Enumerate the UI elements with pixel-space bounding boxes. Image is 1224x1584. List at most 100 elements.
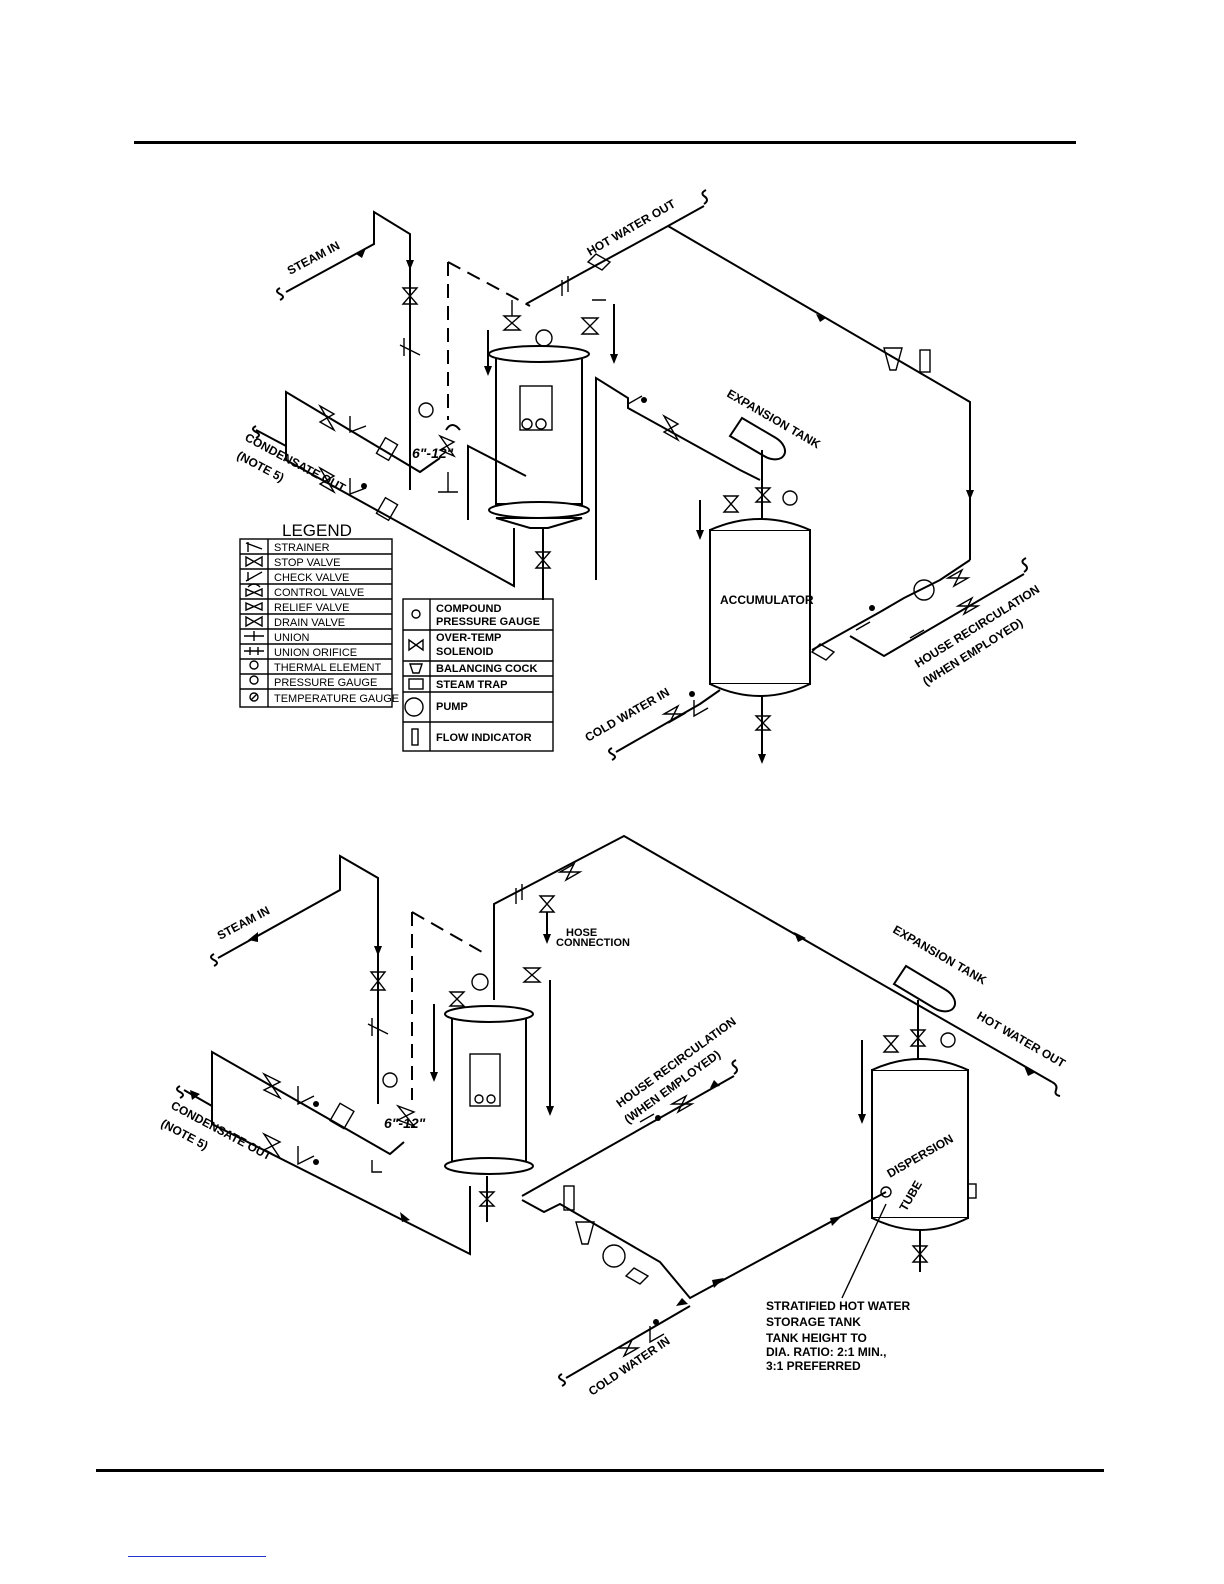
check-valve bbox=[909, 629, 925, 639]
note-leader-line bbox=[841, 1203, 887, 1299]
pump-icon bbox=[404, 697, 424, 717]
hose-label: HOSE bbox=[566, 927, 597, 939]
note-line: 3:1 PREFERRED bbox=[766, 1359, 861, 1373]
temperature-gauge-icon bbox=[249, 692, 259, 702]
footer-link-underline bbox=[128, 1556, 266, 1557]
accumulator-shell bbox=[709, 529, 811, 685]
note-line: DIA. RATIO: 2:1 MIN., bbox=[766, 1345, 886, 1359]
strainer-symbol bbox=[367, 1018, 389, 1036]
flow-arrow bbox=[406, 260, 414, 270]
house-recirculation-line-2 bbox=[521, 1059, 738, 1197]
union-icon bbox=[244, 631, 264, 641]
check-valve bbox=[349, 416, 367, 434]
flow-indicator-icon bbox=[411, 728, 419, 746]
house-recirculation-line bbox=[810, 557, 1028, 661]
stop-valve bbox=[318, 466, 336, 494]
legend-item: UNION ORIFICE bbox=[274, 647, 357, 659]
check-valve bbox=[349, 478, 367, 496]
accumulator-tank bbox=[696, 490, 811, 697]
pressure-gauge-icon bbox=[382, 1072, 398, 1088]
legend-item: CHECK VALVE bbox=[274, 572, 349, 584]
legend-item: THERMAL ELEMENT bbox=[274, 662, 381, 674]
legend-item: PUMP bbox=[436, 701, 468, 713]
hot-water-out-label-2: HOT WATER OUT bbox=[975, 1008, 1069, 1070]
legend-item: PRESSURE GAUGE bbox=[436, 616, 540, 628]
heater-shell bbox=[495, 357, 583, 505]
water-heater-2 bbox=[444, 973, 534, 1175]
control-valve bbox=[438, 434, 456, 458]
diagram-accumulator: STEAM IN HOT WATER OUT bbox=[235, 189, 1042, 764]
stop-valve bbox=[261, 1072, 283, 1100]
steam-trap bbox=[329, 1102, 355, 1130]
steam-in-line-2 bbox=[210, 854, 389, 1104]
legend-item: CONTROL VALVE bbox=[274, 587, 364, 599]
diagram-stratified-storage: STEAM IN HOSE CONNECTION HOT WATER OUT bbox=[159, 834, 1069, 1399]
stop-valve bbox=[586, 253, 612, 271]
stop-valve bbox=[615, 1338, 641, 1358]
legend-item: COMPOUND bbox=[436, 603, 501, 615]
house-recirc-label-2: HOUSE RECIRCULATION bbox=[614, 1014, 739, 1110]
relief-valve bbox=[882, 1035, 900, 1053]
legend-item: BALANCING COCK bbox=[436, 663, 537, 675]
stop-valve bbox=[557, 862, 583, 882]
drain-valve bbox=[754, 715, 772, 731]
pressure-gauge-icon bbox=[418, 402, 434, 418]
stop-valve bbox=[318, 404, 336, 432]
check-valve bbox=[297, 1086, 315, 1106]
control-sensing-line-2 bbox=[411, 911, 483, 1100]
check-valve bbox=[693, 700, 709, 718]
steam-in-line bbox=[276, 210, 421, 490]
note-line: TANK HEIGHT TO bbox=[766, 1331, 867, 1345]
cold-water-in-line bbox=[608, 689, 721, 761]
legend-box-right bbox=[402, 598, 554, 752]
steam-in-label-2: STEAM IN bbox=[215, 903, 272, 942]
storage-tank-note: STRATIFIED HOT WATER STORAGE TANK TANK H… bbox=[766, 1299, 911, 1373]
note-line: STORAGE TANK bbox=[766, 1315, 861, 1329]
stop-valve bbox=[401, 287, 419, 305]
strainer-icon bbox=[245, 542, 263, 552]
stop-valve bbox=[810, 643, 836, 661]
drain-valve bbox=[534, 551, 552, 569]
temperature-gauge-icon bbox=[535, 418, 547, 430]
pump-symbol bbox=[913, 579, 935, 601]
expansion-tank-2 bbox=[892, 964, 957, 1066]
heater-top-flange bbox=[488, 345, 590, 363]
legend-item: SOLENOID bbox=[436, 646, 494, 658]
control-sensing-line bbox=[447, 261, 531, 420]
heater-shell-2 bbox=[451, 1017, 527, 1163]
check-valve bbox=[297, 1146, 315, 1166]
storage-shell bbox=[871, 1069, 969, 1219]
legend-box-left bbox=[239, 538, 393, 708]
stop-valve bbox=[624, 1267, 650, 1285]
stop-valve bbox=[945, 568, 971, 588]
side-fitting bbox=[967, 1183, 977, 1199]
steam-in-label: STEAM IN bbox=[285, 238, 342, 277]
steam-trap-icon bbox=[408, 678, 424, 690]
accumulator-label: ACCUMULATOR bbox=[720, 593, 814, 607]
legend-panel: LEGEND STRAINER STOP VALVE CHECK VALVE C… bbox=[239, 521, 554, 752]
legend-item: OVER-TEMP bbox=[436, 632, 501, 644]
check-valve-icon bbox=[245, 571, 263, 582]
thermal-element-icon bbox=[471, 973, 489, 991]
connection-label: CONNECTION bbox=[556, 937, 630, 949]
legend-item: FLOW INDICATOR bbox=[436, 732, 532, 744]
heater-bottom-flange bbox=[488, 501, 590, 519]
check-valve bbox=[627, 395, 643, 405]
stop-valve bbox=[669, 1094, 695, 1114]
balancing-cock bbox=[575, 1221, 595, 1245]
cold-water-in-label: COLD WATER IN bbox=[583, 685, 672, 745]
relief-valve bbox=[580, 299, 606, 335]
balancing-cock-icon bbox=[409, 663, 423, 674]
steam-trap bbox=[375, 436, 399, 462]
flow-arrow bbox=[966, 490, 974, 500]
stop-valve bbox=[261, 1132, 283, 1160]
water-heater-1 bbox=[488, 329, 590, 529]
cold-water-in-label-2: COLD WATER IN bbox=[586, 1334, 673, 1399]
temperature-gauge-icon bbox=[782, 490, 798, 506]
storage-tank bbox=[858, 1032, 977, 1272]
hot-water-line-2 bbox=[493, 834, 1061, 1097]
expansion-tank-1 bbox=[728, 416, 787, 520]
stop-valve bbox=[955, 596, 981, 616]
legend-item: STRAINER bbox=[274, 542, 330, 554]
steam-trap bbox=[375, 496, 399, 522]
